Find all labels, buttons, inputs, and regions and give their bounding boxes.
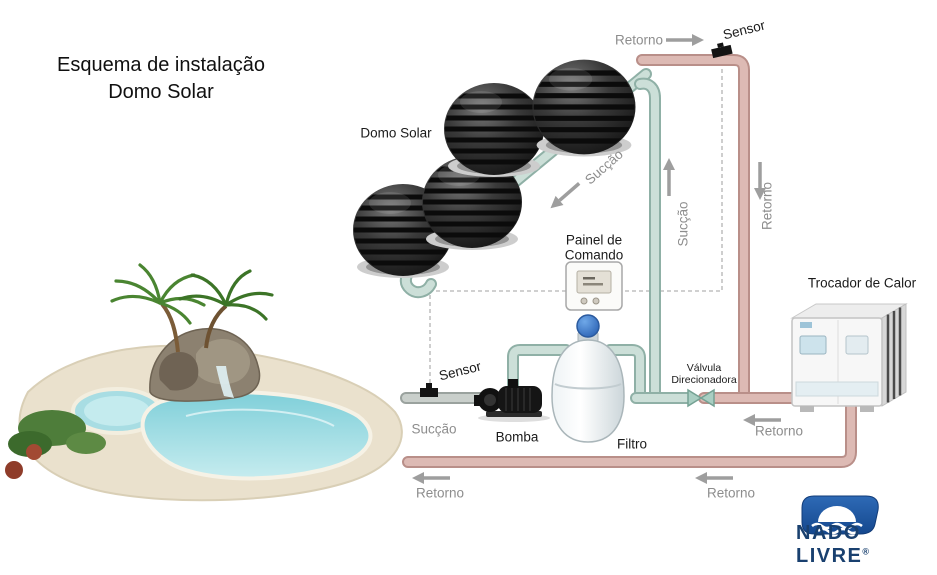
label-retorno-top: Retorno xyxy=(614,32,664,48)
flow-arrow-retorno-top xyxy=(664,32,706,48)
flow-arrow-retorno-bottom-mid xyxy=(693,470,735,486)
label-painel-line1: Painel de xyxy=(565,232,623,248)
sensor-marker-top xyxy=(711,42,733,59)
label-succao-riser: Sucção xyxy=(675,201,691,247)
sensor-marker-pool xyxy=(420,383,438,397)
label-filtro: Filtro xyxy=(617,436,647,452)
label-retorno-bottom-mid: Retorno xyxy=(706,485,756,501)
label-bomba: Bomba xyxy=(495,429,539,445)
title-line1: Esquema de instalação xyxy=(57,54,265,76)
label-domo-solar: Domo Solar xyxy=(360,125,432,141)
palm-fronds xyxy=(178,269,274,321)
page-title: Esquema de instalação Domo Solar xyxy=(36,52,286,106)
title-line2: Domo Solar xyxy=(108,81,214,103)
nado-livre-logo-icon xyxy=(801,495,879,535)
flow-arrow-succao-riser xyxy=(661,156,677,198)
filter xyxy=(551,314,625,443)
brand-name: NADO LIVRE xyxy=(796,522,863,567)
label-trocador: Trocador de Calor xyxy=(807,275,917,291)
label-retorno-right: Retorno xyxy=(759,181,775,231)
pool-photo xyxy=(5,263,403,502)
flow-arrow-succao-collector xyxy=(544,177,585,215)
solar-dome xyxy=(444,83,544,177)
diverter-valve xyxy=(687,388,715,408)
pipes xyxy=(399,54,857,468)
label-painel-line2: Comando xyxy=(564,247,624,263)
pump xyxy=(474,379,550,422)
flow-arrow-retorno-bottom-left xyxy=(410,470,452,486)
label-succao-pool: Sucção xyxy=(411,421,457,437)
palm-fronds xyxy=(110,263,206,325)
label-valvula-line1: Válvula xyxy=(686,362,722,374)
label-valvula-line2: Direcionadora xyxy=(671,374,737,386)
registered-mark: ® xyxy=(862,546,870,557)
label-retorno-heater: Retorno xyxy=(754,423,804,439)
nado-livre-logo-text: NADO LIVRE® xyxy=(796,522,890,568)
heat-exchanger xyxy=(790,303,908,412)
control-panel xyxy=(565,261,623,311)
label-retorno-bottom-left: Retorno xyxy=(415,485,465,501)
heat-exchanger-vents xyxy=(886,307,902,403)
solar-dome xyxy=(533,60,636,157)
